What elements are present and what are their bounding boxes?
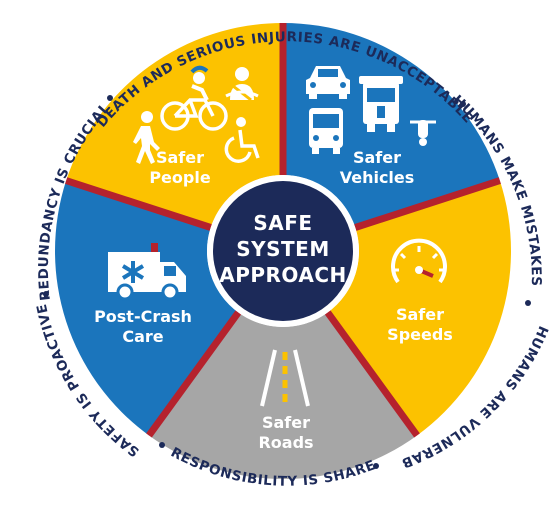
- pedestrian-icon: [133, 111, 160, 164]
- postcrash-label-line2: Care: [122, 327, 163, 346]
- vehicles-label-line2: Vehicles: [340, 168, 415, 187]
- wheelchair-icon: [224, 117, 260, 163]
- vehicles-label-line1: Safer: [353, 148, 401, 167]
- ring-dot: [525, 300, 531, 306]
- speeds-label-line1: Safer: [396, 305, 444, 324]
- ring-dot: [43, 291, 49, 297]
- people-label-line1: Safer: [156, 148, 204, 167]
- roads-label-line1: Safer: [262, 413, 310, 432]
- vehicles-label: Safer Vehicles: [340, 148, 415, 187]
- truck-icon: [359, 76, 403, 132]
- ambulance-icon: [108, 243, 186, 301]
- center-line1: SAFE: [253, 211, 312, 235]
- ring-dot: [373, 463, 379, 469]
- segment-dividers: [65, 23, 501, 438]
- ring-dot: [159, 442, 165, 448]
- center-line2: SYSTEM: [236, 237, 330, 261]
- speeds-label: Safer Speeds: [387, 305, 453, 344]
- car-icon: [306, 66, 350, 99]
- cyclist-icon: [160, 65, 228, 131]
- segment-people: [66, 23, 283, 228]
- center-hub: [213, 181, 353, 321]
- people-label: Safer People: [149, 148, 211, 187]
- segment-divider: [324, 310, 420, 438]
- bus-icon: [309, 108, 343, 154]
- postcrash-label-line1: Post-Crash: [94, 307, 192, 326]
- segment-divider: [146, 310, 242, 438]
- segment-divider: [354, 177, 501, 231]
- people-label-line2: People: [149, 168, 211, 187]
- speeds-label-line2: Speeds: [387, 325, 453, 344]
- speedometer-icon: [391, 238, 447, 284]
- roads-label: Safer Roads: [258, 413, 313, 452]
- motorcycle-icon: [410, 120, 436, 146]
- road-icon: [260, 349, 310, 407]
- ring-dot: [460, 101, 466, 107]
- center-line3: APPROACH: [219, 263, 347, 287]
- roads-label-line2: Roads: [258, 433, 313, 452]
- segment-divider: [65, 177, 212, 231]
- ring-dot: [107, 95, 113, 101]
- postcrash-label: Post-Crash Care: [94, 307, 192, 346]
- seatbelt-driver-icon: [225, 67, 259, 102]
